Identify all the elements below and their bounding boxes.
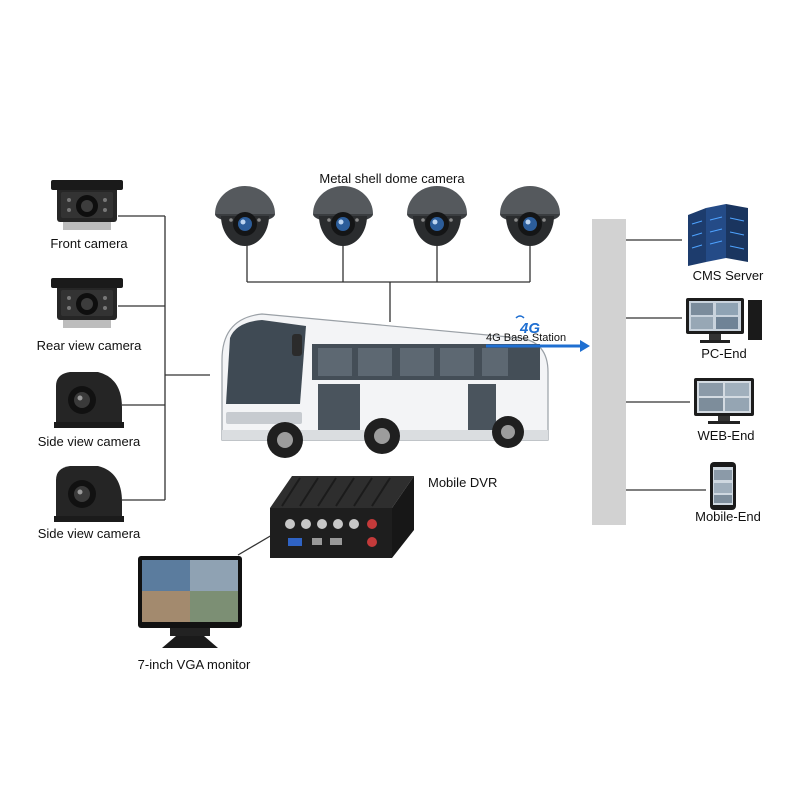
side-camera-label-2: Side view camera xyxy=(38,526,141,541)
mobile-end-label: Mobile-End xyxy=(695,509,761,524)
monitor-image xyxy=(138,556,242,648)
cms-server-label: CMS Server xyxy=(693,268,764,283)
front-camera-label: Front camera xyxy=(50,236,128,251)
pc-end-image xyxy=(686,298,762,343)
front-camera-image xyxy=(51,180,123,230)
dome-camera-1 xyxy=(215,186,275,246)
bus-image xyxy=(221,313,549,458)
side-camera-image-2 xyxy=(54,466,124,522)
dvr-image xyxy=(270,476,414,558)
4g-arrow xyxy=(486,315,590,352)
4g-label: 4G xyxy=(519,320,540,337)
monitor-label: 7-inch VGA monitor xyxy=(138,657,251,672)
base-station-label: 4G Base Station xyxy=(486,332,566,344)
dome-camera-4 xyxy=(500,186,560,246)
side-camera-label-1: Side view camera xyxy=(38,434,141,449)
pc-end-label: PC-End xyxy=(701,346,747,361)
mobile-end-image xyxy=(710,462,736,510)
network-panel xyxy=(592,219,626,525)
rear-camera-image xyxy=(51,278,123,328)
rear-camera-label: Rear view camera xyxy=(37,338,143,353)
dome-camera-3 xyxy=(407,186,467,246)
side-camera-image-1 xyxy=(54,372,124,428)
dome-camera-2 xyxy=(313,186,373,246)
connection-wires xyxy=(118,215,706,556)
cms-server-image xyxy=(688,204,748,266)
dvr-label: Mobile DVR xyxy=(428,475,497,490)
web-end-label: WEB-End xyxy=(697,428,754,443)
web-end-image xyxy=(694,378,754,424)
dome-camera-label: Metal shell dome camera xyxy=(319,171,465,186)
